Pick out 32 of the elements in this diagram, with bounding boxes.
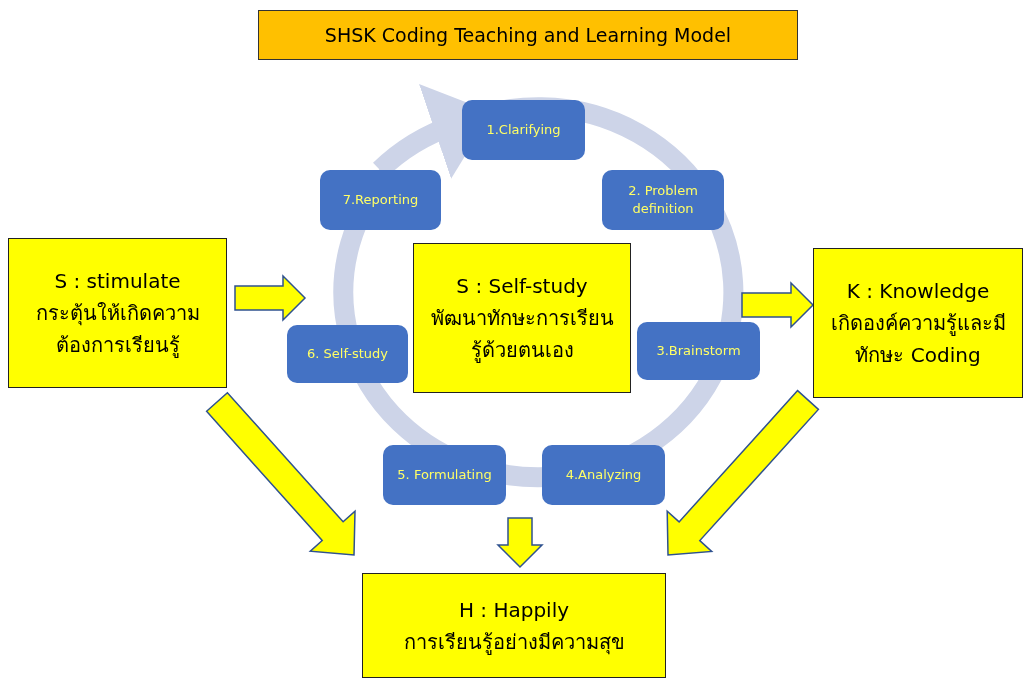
block-arrow (205, 391, 356, 556)
stage-heading: S : stimulate (54, 268, 181, 295)
title-banner: SHSK Coding Teaching and Learning Model (258, 10, 798, 60)
step-box (637, 322, 760, 380)
step-box (287, 325, 408, 383)
stage-box (413, 243, 631, 393)
step-label: 2. Problem definition (627, 181, 699, 218)
stage-box (813, 248, 1023, 398)
step-box (320, 170, 441, 230)
step-box (602, 170, 724, 230)
step-label: 7.Reporting (342, 190, 419, 209)
stage-description: การเรียนรู้อย่างมีความสุข (403, 628, 625, 657)
step-box (383, 445, 506, 505)
stage-heading: S : Self-study (456, 273, 588, 300)
block-arrow (234, 274, 307, 322)
stage-description: กระตุ้นให้เกิดความต้องการเรียนรู้ (34, 300, 201, 360)
stage-box (8, 238, 227, 388)
stage-box (362, 573, 666, 678)
step-box (462, 100, 585, 160)
block-arrow (741, 281, 815, 329)
step-label: 4.Analyzing (565, 465, 642, 484)
block-arrow (666, 389, 820, 556)
stage-heading: K : Knowledge (846, 278, 990, 305)
step-label: 5. Formulating (397, 465, 492, 484)
step-label: 1.Clarifying (486, 120, 561, 139)
stage-heading: H : Happily (458, 596, 570, 624)
step-label: 6. Self-study (307, 344, 388, 363)
stage-description: เกิดองค์ความรู้และมีทักษะ Coding (829, 310, 1007, 369)
block-arrow (496, 517, 544, 569)
step-label: 3.Brainstorm (656, 341, 741, 360)
stage-description: พัฒนาทักษะการเรียนรู้ด้วยตนเอง (429, 305, 615, 365)
step-box (542, 445, 665, 505)
